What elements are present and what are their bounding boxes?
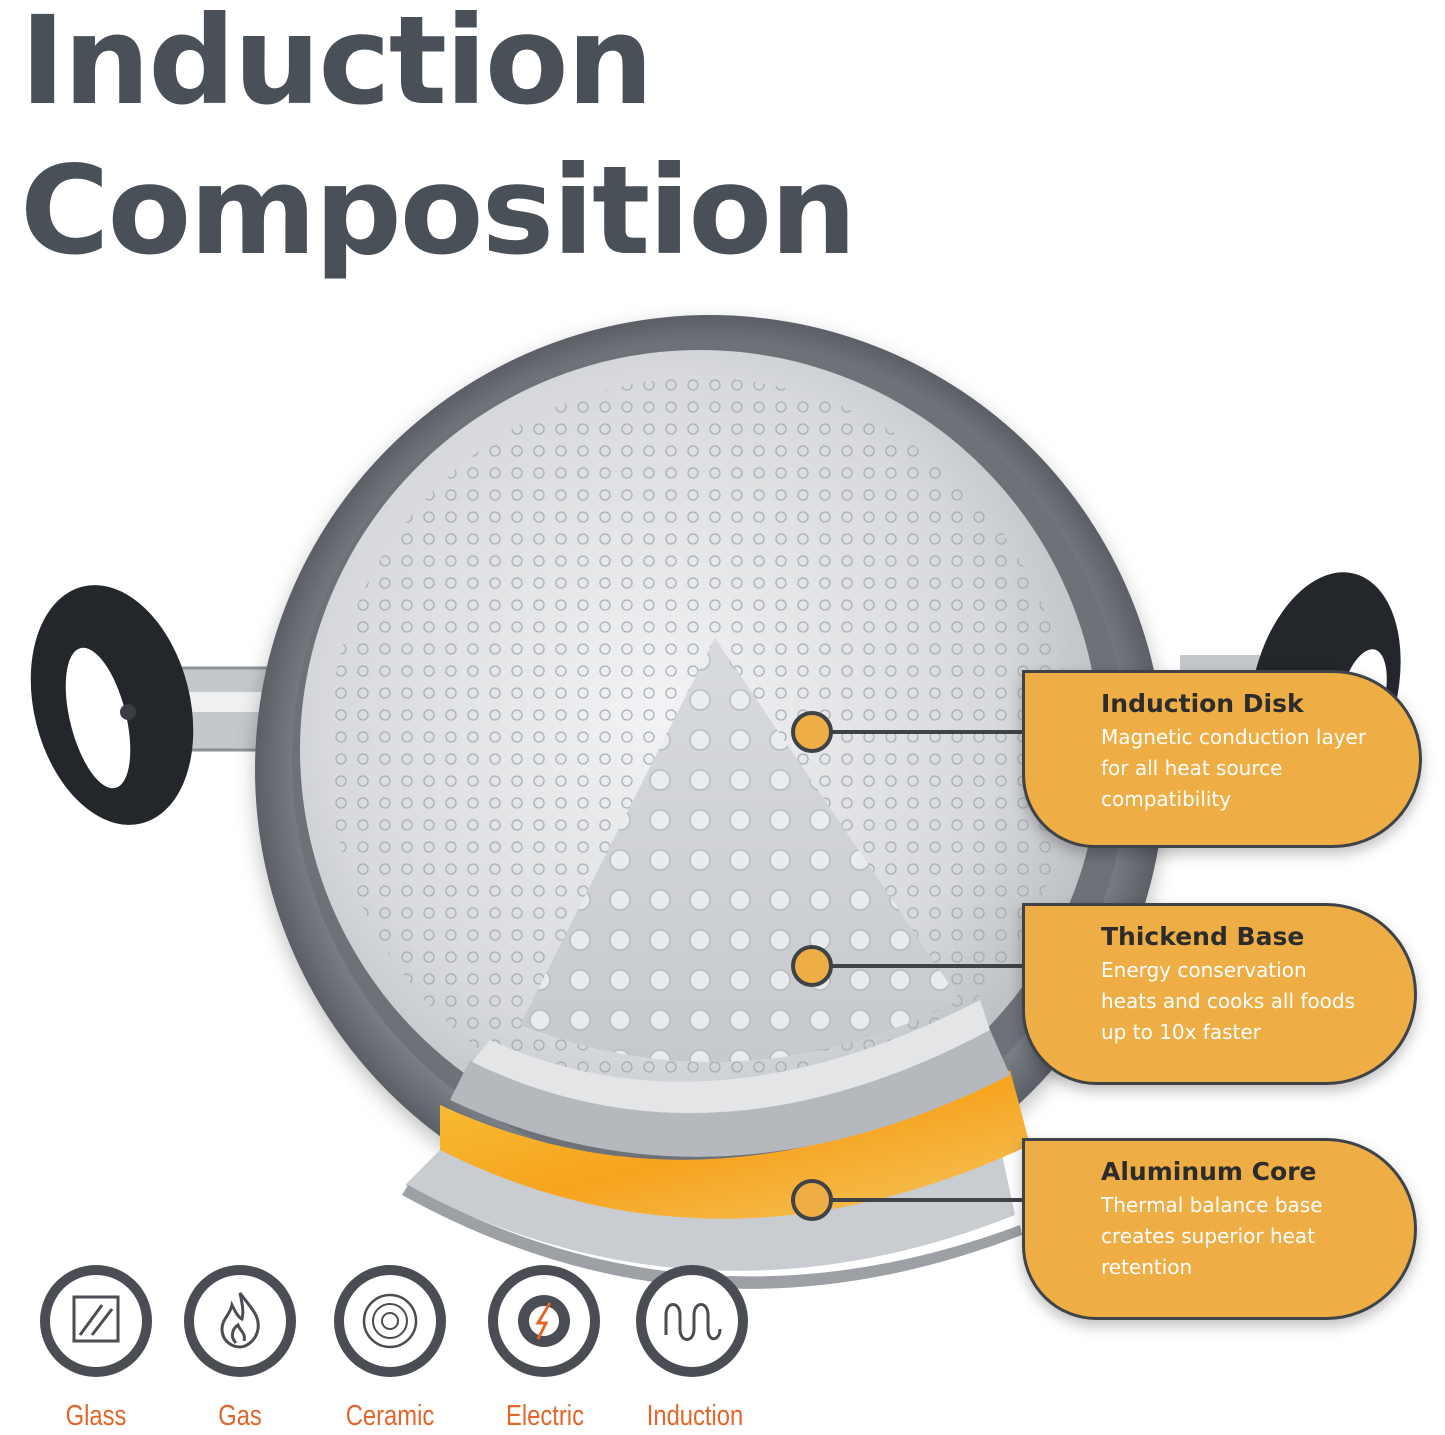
layer-wedge [520,638,960,1063]
heat-label-ceramic: Ceramic [345,1400,435,1432]
callout-aluminum-core: Aluminum Core Thermal balance base creat… [1022,1138,1417,1320]
electric-hob-icon [488,1265,600,1377]
callout-line: for all heat source [1101,756,1283,780]
callout-line: retention [1101,1255,1193,1279]
callout-line: compatibility [1101,787,1232,811]
ceramic-hob-icon [334,1265,446,1377]
heat-label-glass: Glass [65,1400,127,1432]
callout-line: up to 10x faster [1101,1020,1261,1044]
induction-coil-icon [636,1265,748,1377]
callout-induction-disk: Induction Disk Magnetic conduction layer… [1022,670,1422,848]
connector-induction-disk [791,711,1030,753]
callout-line: heats and cooks all foods [1101,989,1356,1013]
callout-title: Induction Disk [1101,689,1304,718]
connector-thickend-base [791,945,1030,987]
left-handle [30,585,272,825]
glass-hob-icon [40,1265,152,1377]
callout-title: Thickend Base [1101,922,1305,951]
connector-aluminum-core [791,1179,1030,1221]
callout-line: Energy conservation [1101,958,1307,982]
layer-cutaway [402,1000,1030,1289]
callout-line: Thermal balance base [1101,1193,1323,1217]
callout-line: creates superior heat [1101,1224,1316,1248]
headline-line-2: Composition [20,140,857,282]
gas-flame-icon [184,1265,296,1377]
callout-thickend-base: Thickend Base Energy conservation heats … [1022,903,1417,1085]
headline-line-1: Induction [20,0,654,132]
callout-title: Aluminum Core [1101,1157,1317,1186]
heat-label-electric: Electric [506,1400,584,1432]
heat-label-induction: Induction [646,1400,744,1432]
callout-line: Magnetic conduction layer [1101,725,1367,749]
heat-label-gas: Gas [218,1400,262,1432]
